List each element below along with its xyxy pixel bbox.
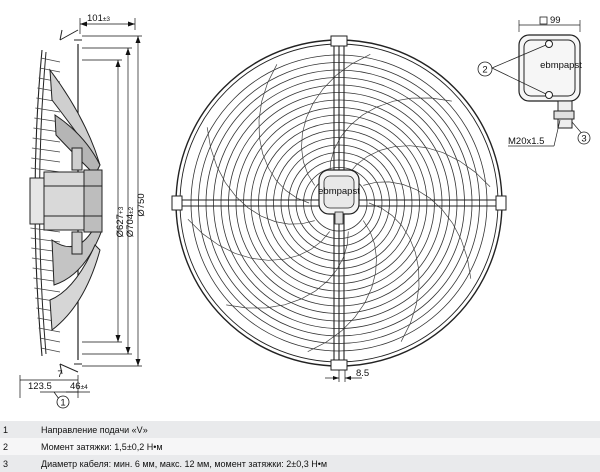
cage-bar — [30, 167, 61, 173]
fan-blade-edge — [187, 218, 330, 261]
fan-blade-edge — [348, 145, 491, 188]
cage-bar — [31, 157, 61, 163]
callout-1: 1 — [60, 398, 65, 409]
note-number: 2 — [3, 441, 9, 452]
note-text: Момент затяжки: 1,5±0,2 Н•м — [41, 441, 163, 452]
dim-depth-top: 101±3 — [87, 13, 110, 24]
note-text: Диаметр кабеля: мин. 6 мм, макс. 12 мм, … — [41, 458, 328, 469]
notes-row: 3 Диаметр кабеля: мин. 6 мм, макс. 12 мм… — [0, 455, 600, 472]
terminal-box — [477, 16, 591, 147]
cage-bar — [35, 107, 61, 113]
dim-123-5: 123.5 — [28, 381, 52, 392]
dim-box-width: 99 — [550, 15, 561, 26]
cage-bar — [31, 147, 61, 153]
dim-46: 46±4 — [70, 381, 88, 392]
dim-dia-750: Ø750 — [136, 193, 147, 216]
cage-bar — [32, 137, 61, 143]
dim-dia-704: Ø704±2 — [125, 206, 136, 237]
fan-blade-edge — [258, 64, 310, 204]
notes-row: 1 Направление подачи «V» — [0, 421, 600, 438]
callout-3: 3 — [581, 134, 586, 145]
note-text: Направление подачи «V» — [41, 424, 148, 435]
technical-drawing: 101±3 Ø627+3 Ø704±2 Ø750 7 123.5 46±4 1 — [19, 13, 591, 409]
fan-blade-edge — [301, 53, 371, 186]
dim-7: 7 — [57, 369, 62, 380]
cage-bar — [38, 327, 61, 333]
dim-8-5: 8.5 — [356, 368, 369, 379]
dim-dia-627: Ø627+3 — [115, 206, 126, 237]
fan-blade-edge — [226, 231, 349, 309]
fan-blade-edge — [206, 127, 315, 225]
cage-bar — [40, 57, 61, 63]
side-view — [19, 18, 142, 409]
fan-blade-edge — [363, 181, 472, 279]
note-number: 3 — [3, 458, 9, 469]
fan-blade-edge — [329, 97, 452, 175]
fan-blade-edge — [368, 202, 420, 342]
notes-row: 2 Момент затяжки: 1,5±0,2 Н•м — [0, 438, 600, 455]
cage-bar — [30, 237, 61, 243]
cage-bar — [34, 287, 61, 293]
fan-blade-edge — [307, 220, 377, 353]
center-logo: ebmpapst — [318, 186, 360, 197]
note-number: 1 — [3, 424, 9, 435]
logo-small: ebmpapst — [540, 60, 582, 71]
cage-bar — [39, 337, 61, 343]
cage-bar — [40, 347, 61, 353]
notes-table: 1 Направление подачи «V» 2 Момент затяжк… — [0, 421, 600, 472]
dim-cable-gland: M20x1.5 — [508, 136, 544, 147]
callout-2: 2 — [482, 65, 487, 76]
front-view — [171, 35, 507, 382]
